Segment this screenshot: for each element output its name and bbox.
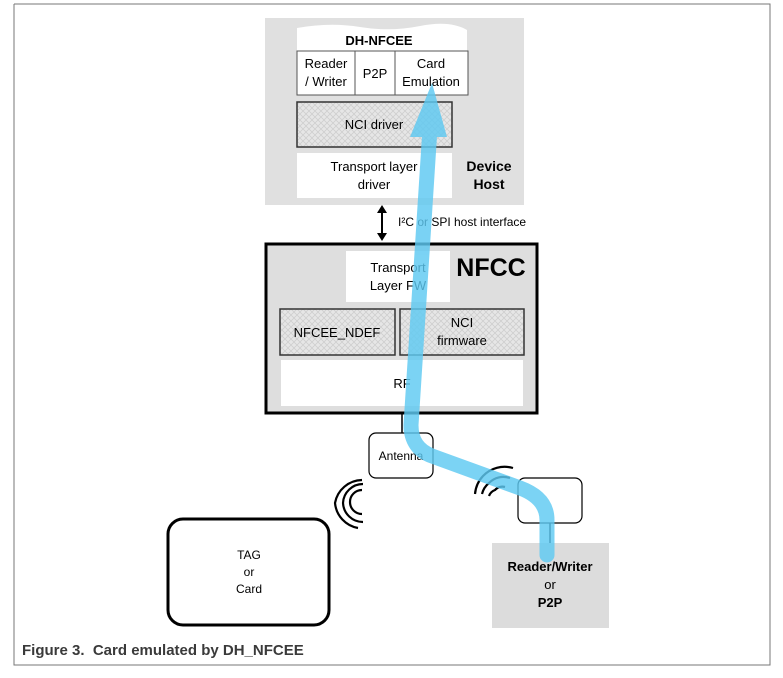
- transport-driver-label: Transport layer: [331, 159, 419, 174]
- reader-writer-p2p: P2P: [538, 595, 563, 610]
- figure-caption: Figure 3. Card emulated by DH_NFCEE: [22, 642, 304, 659]
- dh-nfcee-banner: [297, 23, 467, 52]
- transport-driver-label-2: driver: [358, 177, 391, 192]
- reader-writer-label: Reader/Writer: [507, 559, 592, 574]
- nci-firmware-label: NCI: [451, 315, 473, 330]
- reader-writer-cell-2: / Writer: [305, 74, 347, 89]
- dh-nfcee-table: [296, 50, 469, 96]
- card-emulation-cell: Card: [417, 56, 445, 71]
- transport-fw-box: [346, 251, 450, 302]
- reader-writer-cell: Reader: [305, 56, 348, 71]
- antenna-label: Antenna: [379, 449, 424, 463]
- device-host-label-2: Host: [473, 176, 504, 192]
- reader-writer-or: or: [544, 577, 556, 592]
- rf-waves-icon: [333, 478, 364, 530]
- figure-frame: [13, 3, 771, 666]
- nci-driver-label: NCI driver: [345, 117, 404, 132]
- tag-label: TAG: [237, 548, 261, 562]
- tag-card-box: [166, 517, 331, 627]
- p2p-cell: P2P: [363, 66, 388, 81]
- card-emulation-cell-2: Emulation: [402, 74, 460, 89]
- transport-fw-label: Transport: [370, 260, 426, 275]
- rf-box: [281, 360, 523, 406]
- nfcc-title: NFCC: [456, 254, 525, 282]
- dh-nfcee-label: DH-NFCEE: [345, 33, 412, 48]
- tag-card: Card: [236, 582, 262, 596]
- double-arrow-icon: [377, 205, 387, 241]
- data-flow-arrow: [403, 83, 555, 563]
- nfcee-ndef-box: [279, 308, 396, 356]
- nfcee-ndef-label: NFCEE_NDEF: [294, 325, 381, 340]
- tag-or: or: [244, 565, 255, 579]
- nci-firmware-label-2: firmware: [437, 333, 487, 348]
- device-host-label: Device: [466, 158, 511, 174]
